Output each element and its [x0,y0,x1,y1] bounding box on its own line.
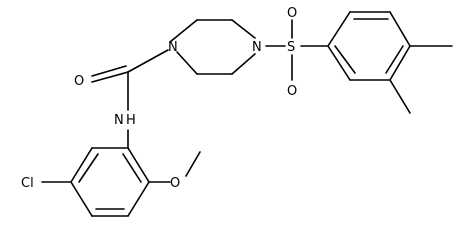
atom-label-o-sulfonyl-top: O [287,6,297,21]
bond-ar1-3 [70,181,93,217]
bond-pip-1 [169,19,198,43]
atom-label-o-carbonyl: O [74,74,84,89]
atom-label-cl: Cl [21,176,34,191]
bond-carbonyl-c-o-1 [91,71,129,83]
atom-label-n-piperazine-left: N [168,40,178,55]
atom-label-s-sulfonyl: S [287,40,295,55]
atom-label-h-amide: H [126,113,136,128]
bond-methyl-2 [389,79,411,114]
bond-o-methyl [185,151,201,177]
structure-diagram: O N H N N S O O Cl O [21,6,453,217]
bonds [41,11,453,217]
bond-carbonyl-ch2 [127,49,169,73]
bond-pip-4 [231,53,256,75]
atom-label-o-sulfonyl-bottom: O [287,84,297,99]
bond-ar2-3 [389,11,411,47]
bond-ar1-2 [70,147,93,183]
bond-pip-3 [231,19,256,39]
bond-ar2-1 [327,11,351,47]
bond-ar1-2b [78,153,99,183]
atom-labels: O N H N N S O O Cl O [21,6,297,191]
atom-label-n-amide: N [114,113,124,128]
bond-ar1-5 [127,181,150,217]
bond-carbonyl-c-o-2 [91,65,127,77]
bond-ar1-6 [127,147,150,183]
bond-pip-6 [176,51,198,75]
molecule-canvas: O N H N N S O O Cl O [21,6,453,217]
atom-label-n-piperazine-right: N [252,40,262,55]
bond-ar1-6b [122,153,142,183]
bond-ar2-6 [327,45,351,81]
bond-ar2-6b [334,45,356,74]
bond-ar2-4 [389,45,411,81]
bond-ar2-4b [385,45,404,74]
atom-label-o-methoxy: O [170,176,180,191]
